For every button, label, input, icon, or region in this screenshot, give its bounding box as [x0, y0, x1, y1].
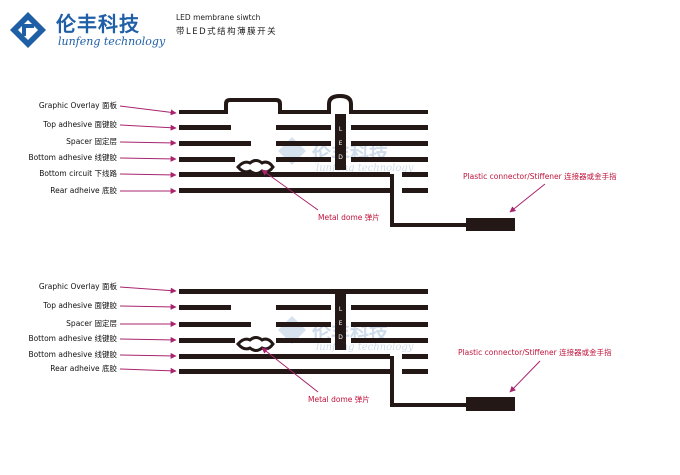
layer-label-top-adhesive: Top adhesive 面键胶	[42, 119, 117, 129]
led-component: L E D	[335, 294, 346, 350]
logo-diamond-icon	[10, 12, 46, 48]
layer-label-bottom-adhesive-2: Bottom adhesive 线键胶	[28, 349, 117, 359]
layer-spacer	[179, 141, 428, 146]
layer-rear-adhesive	[179, 369, 428, 374]
layer-label-graphic-overlay: Graphic Overlay 面板	[39, 100, 118, 110]
metal-dome-label: Metal dome 弹片	[308, 394, 370, 404]
layer-spacer	[179, 322, 428, 327]
brand-logo: 伦丰科技 lunfeng technology	[8, 8, 168, 52]
led-letter-e: E	[339, 320, 343, 327]
layer-graphic-overlay	[179, 93, 428, 114]
watermark-name-en: lunfeng technology	[316, 163, 414, 174]
layer-label-spacer: Spacer 固定层	[66, 136, 117, 146]
diagram-title-en: LED membrane siwtch	[176, 13, 261, 22]
layer-bottom-circuit	[179, 172, 428, 177]
led-letter-d: D	[338, 334, 343, 341]
layer-label-graphic-overlay: Graphic Overlay 面板	[39, 281, 118, 291]
metal-dome	[236, 159, 275, 175]
diagram-title-cn: 带LED式结构薄膜开关	[176, 27, 278, 37]
layer-label-rear-adhesive: Rear adheive 底胶	[50, 363, 117, 373]
metal-dome-label: Metal dome 弹片	[318, 212, 380, 222]
layer-label-bottom-circuit: Bottom circuit 下线路	[39, 168, 117, 178]
diagram-bottom: 伦丰科技 lunfeng technology Graphic Overlay …	[28, 281, 612, 411]
layer-label-spacer: Spacer 固定层	[66, 318, 117, 328]
layer-top-adhesive	[179, 125, 428, 130]
led-letter-e: E	[339, 140, 343, 147]
layer-top-adhesive	[179, 305, 428, 310]
layer-arrows	[119, 105, 177, 194]
circuit-tail	[390, 174, 472, 227]
plastic-connector	[466, 218, 515, 231]
led-letter-l: L	[339, 306, 343, 313]
layer-label-bottom-adhesive-1: Bottom adhesive 线键胶	[28, 333, 117, 343]
layer-label-rear-adhesive: Rear adheive 底胶	[50, 185, 117, 195]
brand-name-en: lunfeng technology	[58, 35, 166, 48]
layer-bottom-adhesive-2	[179, 354, 428, 359]
connector-label: Plastic connector/Stiffener 连接器或金手指	[458, 347, 612, 357]
layer-label-top-adhesive: Top adhesive 面键胶	[42, 300, 117, 310]
layer-graphic-overlay	[179, 289, 428, 294]
layer-label-bottom-adhesive: Bottom adhesive 线键胶	[28, 152, 117, 162]
connector-label: Plastic connector/Stiffener 连接器或金手指	[463, 171, 617, 181]
layer-rear-adhesive	[179, 188, 428, 193]
layer-bottom-adhesive-1	[179, 338, 428, 343]
led-component: L E D	[335, 114, 346, 170]
layer-arrows	[119, 286, 177, 374]
layer-bottom-adhesive	[179, 157, 428, 162]
led-letter-d: D	[338, 154, 343, 161]
plastic-connector	[466, 397, 515, 411]
led-letter-l: L	[339, 126, 343, 133]
watermark-name-en: lunfeng technology	[316, 342, 414, 353]
circuit-tail	[390, 356, 472, 407]
metal-dome	[236, 336, 275, 352]
diagram-top: 伦丰科技 lunfeng technology Graphic Overlay …	[28, 93, 617, 231]
brand-name-cn: 伦丰科技	[56, 12, 140, 36]
